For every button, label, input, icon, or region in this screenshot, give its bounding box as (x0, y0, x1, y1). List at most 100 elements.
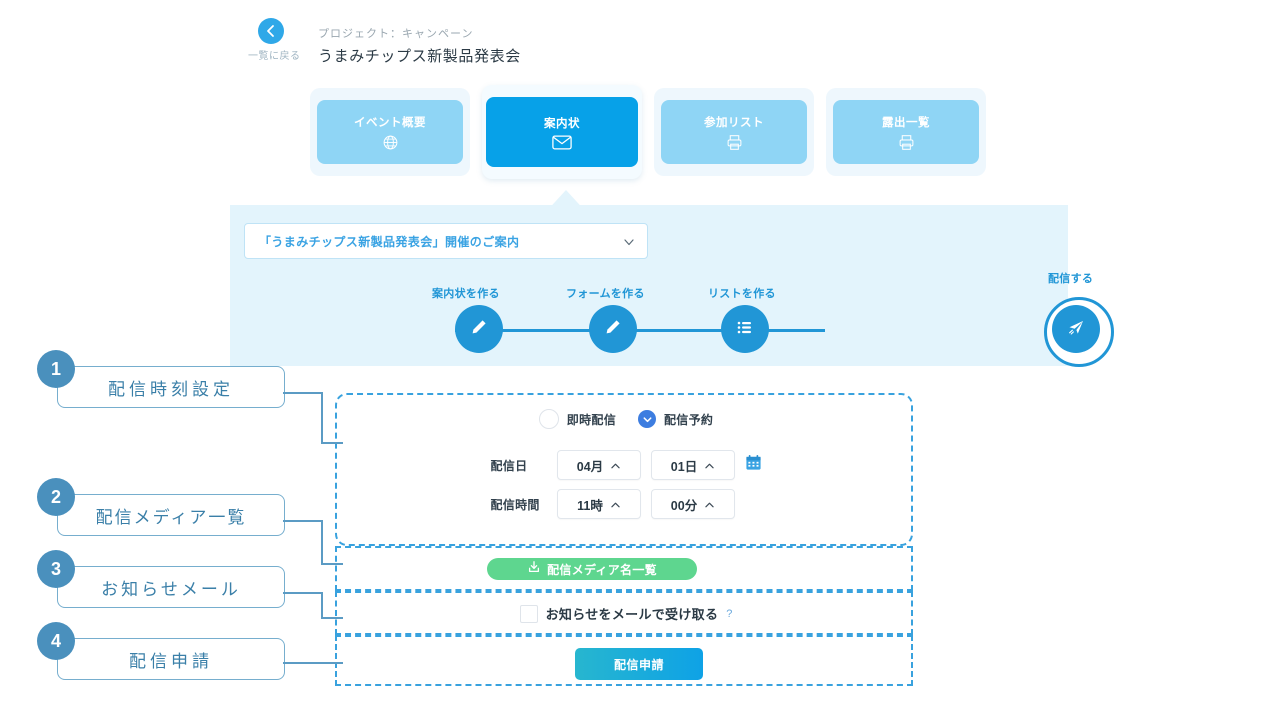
printer-icon (898, 134, 915, 151)
media-list-section: 配信メディア名一覧 (335, 546, 913, 591)
envelope-icon (552, 135, 572, 150)
radio-circle-icon (538, 409, 559, 429)
callout-1: 配信時刻設定 (57, 366, 285, 408)
document-select-value: 「うまみチップス新製品発表会」開催のご案内 (259, 234, 520, 249)
radio-scheduled-delivery-label: 配信予約 (664, 412, 714, 427)
delivery-time-label: 配信時間 (490, 497, 540, 512)
callout-4: 配信申請 (57, 638, 285, 680)
callout-3-badge: 3 (37, 550, 75, 588)
step-3-create-list[interactable] (721, 305, 769, 353)
callout-2-badge: 2 (37, 478, 75, 516)
notify-checkbox-row: お知らせをメールで受け取る ? (337, 604, 915, 623)
tab-invitation-label: 案内状 (544, 117, 580, 130)
caret-up-icon (611, 497, 620, 511)
back-to-list-label: 一覧に戻る (248, 51, 301, 62)
help-icon[interactable]: ? (726, 607, 733, 620)
pencil-icon (469, 317, 489, 342)
day-select-value: 01日 (670, 459, 698, 474)
chevron-down-icon (623, 235, 635, 253)
list-icon (734, 316, 756, 343)
step-4-label: 配信する (1048, 273, 1094, 285)
pencil-icon (603, 317, 623, 342)
callout-2-connector-h2 (321, 563, 343, 565)
download-media-list-label: 配信メディア名一覧 (547, 562, 657, 577)
notify-checkbox[interactable] (519, 604, 538, 623)
caret-up-icon (705, 497, 714, 511)
tab-event-overview-label: イベント概要 (354, 116, 426, 129)
callout-1-connector-v (321, 392, 323, 444)
schedule-section: 即時配信 配信予約 配信日 04月 01日 (335, 393, 913, 546)
tab-event-overview[interactable]: イベント概要 (317, 100, 463, 164)
callout-3-connector-h2 (321, 617, 343, 619)
callout-1-connector-h1 (283, 392, 323, 394)
printer-icon (726, 134, 743, 151)
callout-3-label: お知らせメール (101, 579, 241, 599)
send-icon (1065, 316, 1087, 343)
progress-stepper: 案内状を作る フォームを作る リストを作る 配信する (420, 263, 1114, 367)
minute-select[interactable]: 00分 (650, 489, 735, 519)
step-1-label: 案内状を作る (432, 288, 500, 300)
delivery-mode-radio-group: 即時配信 配信予約 (337, 409, 915, 429)
radio-checked-icon (638, 410, 656, 428)
callout-3: お知らせメール (57, 566, 285, 608)
download-media-list-button[interactable]: 配信メディア名一覧 (487, 558, 697, 580)
callout-4-label: 配信申請 (129, 651, 213, 671)
callout-3-connector-v (321, 592, 323, 619)
day-select[interactable]: 01日 (650, 450, 735, 480)
callout-4-connector-h (283, 662, 343, 664)
radio-immediate-delivery[interactable]: 即時配信 (538, 409, 616, 429)
tab-participant-list[interactable]: 参加リスト (661, 100, 807, 164)
step-2-label: フォームを作る (566, 288, 645, 300)
radio-immediate-delivery-label: 即時配信 (566, 412, 616, 427)
radio-scheduled-delivery[interactable]: 配信予約 (638, 410, 713, 428)
step-4-send[interactable] (1052, 305, 1100, 353)
hour-select-value: 11時 (577, 498, 603, 513)
tab-exposure-list[interactable]: 露出一覧 (833, 100, 979, 164)
callout-4-badge: 4 (37, 622, 75, 660)
delivery-date-row: 配信日 04月 01日 (337, 450, 915, 480)
callout-1-badge: 1 (37, 350, 75, 388)
callout-2-connector-v (321, 520, 323, 565)
month-select[interactable]: 04月 (556, 450, 641, 480)
tab-invitation[interactable]: 案内状 (486, 97, 638, 167)
tab-shell-exposure-list: 露出一覧 (826, 88, 986, 176)
invitation-panel: 「うまみチップス新製品発表会」開催のご案内 案内状を作る フォームを作る リスト… (230, 205, 1114, 367)
document-select[interactable]: 「うまみチップス新製品発表会」開催のご案内 (244, 223, 648, 259)
download-icon (527, 560, 541, 579)
callout-2-label: 配信メディア一覧 (95, 507, 247, 527)
minute-select-value: 00分 (670, 498, 698, 513)
back-to-list-button[interactable]: 一覧に戻る (248, 18, 301, 62)
globe-icon (382, 134, 399, 151)
tab-bar: イベント概要 案内状 参加リスト 露出一覧 (310, 85, 990, 182)
page-title: うまみチップス新製品発表会 (318, 48, 521, 65)
callout-3-connector-h1 (283, 592, 323, 594)
page-header: 一覧に戻る プロジェクト：キャンペーン うまみチップス新製品発表会 (0, 0, 1280, 85)
submit-delivery-request-button[interactable]: 配信申請 (575, 648, 703, 680)
callout-1-connector-h2 (321, 442, 343, 444)
delivery-form-card: 即時配信 配信予約 配信日 04月 01日 (335, 393, 913, 686)
step-2-create-form[interactable] (589, 305, 637, 353)
month-select-value: 04月 (576, 459, 604, 474)
notification-section: お知らせをメールで受け取る ? (335, 591, 913, 635)
delivery-time-row: 配信時間 11時 00分 (337, 489, 915, 519)
callout-2: 配信メディア一覧 (57, 494, 285, 536)
tab-shell-invitation: 案内状 (482, 85, 642, 179)
callout-1-label: 配信時刻設定 (108, 379, 234, 399)
callout-2-connector-h1 (283, 520, 323, 522)
breadcrumb-project: プロジェクト：キャンペーン (318, 28, 474, 40)
step-1-create-invitation[interactable] (455, 305, 503, 353)
caret-up-icon (611, 458, 620, 472)
chevron-left-icon (258, 18, 284, 44)
stepper-track (455, 329, 825, 332)
tab-shell-event-overview: イベント概要 (310, 88, 470, 176)
notify-checkbox-label[interactable]: お知らせをメールで受け取る (545, 607, 719, 622)
submit-section: 配信申請 (335, 635, 913, 686)
delivery-date-label: 配信日 (490, 458, 528, 473)
tab-participant-list-label: 参加リスト (704, 116, 764, 129)
tab-exposure-list-label: 露出一覧 (882, 116, 930, 129)
hour-select[interactable]: 11時 (556, 489, 641, 519)
tab-shell-participant-list: 参加リスト (654, 88, 814, 176)
caret-up-icon (705, 458, 714, 472)
step-3-label: リストを作る (708, 288, 776, 300)
calendar-icon[interactable] (745, 454, 762, 476)
